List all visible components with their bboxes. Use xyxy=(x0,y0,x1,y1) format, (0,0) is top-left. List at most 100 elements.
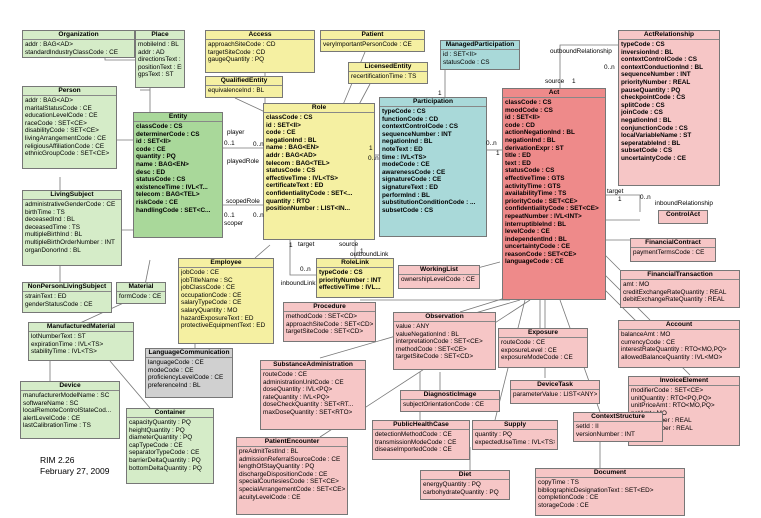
attribute: doseCheckQuantity : SET<RT... xyxy=(263,401,354,409)
class-person[interactable]: Person addr : BAG<AD>maritalStatusCode :… xyxy=(22,86,117,169)
attribute: name : BAG<EN> xyxy=(136,160,189,168)
attribute: birthTime : TS xyxy=(25,208,65,216)
label-inboundlink: inboundLink xyxy=(281,280,316,287)
class-title: LicensedEntity xyxy=(349,63,427,72)
class-title: Place xyxy=(136,31,184,40)
class-organization[interactable]: Organization addr : BAG<AD>standardIndus… xyxy=(22,30,135,58)
mult-rolelink-target: 1 xyxy=(289,242,293,249)
attribute: modeCode : CE xyxy=(148,366,194,374)
attribute: unitQuantity : RTO<PQ,PQ> xyxy=(631,394,712,402)
class-controlact[interactable]: ControlAct xyxy=(658,210,708,224)
attribute: amt : MO xyxy=(623,281,650,288)
class-devicetask[interactable]: DeviceTask parameterValue : LIST<ANY> xyxy=(510,380,600,404)
attribute: code : CE xyxy=(266,129,296,137)
attribute: code : CD xyxy=(505,121,535,129)
attribute: name : BAG<EN> xyxy=(266,144,319,152)
class-qualifiedentity[interactable]: QualifiedEntity equivalenceInd : BL xyxy=(205,76,283,98)
class-financialcontract[interactable]: FinancialContract paymentTermsCode : CE xyxy=(630,238,716,262)
class-workinglist[interactable]: WorkingList ownershipLevelCode : CE xyxy=(398,265,480,289)
assoc-inbound xyxy=(605,194,641,212)
label-playedrole: playedRole xyxy=(227,158,259,165)
attribute: determinerCode : CS xyxy=(136,130,200,138)
class-title: Organization xyxy=(23,31,134,40)
attribute: certificateText : ED xyxy=(266,182,324,190)
mult-rolelink-source: 1 xyxy=(360,248,364,255)
attribute: confidentialityCode : SET<CE> xyxy=(505,205,599,213)
class-title: ContextStructure xyxy=(574,413,662,422)
class-licensedentity[interactable]: LicensedEntity recertificationTime : TS xyxy=(348,62,428,84)
attribute: exposureModeCode : CE xyxy=(501,354,573,362)
attribute: seperatableInd : BL xyxy=(621,139,681,147)
attribute: classCode : CS xyxy=(505,99,552,106)
attribute: disabilityCode : SET<CE> xyxy=(25,127,99,135)
class-material[interactable]: Material formCode : CE xyxy=(116,282,166,304)
class-managedparticipation[interactable]: ManagedParticipation id : SET<II>statusC… xyxy=(440,40,520,70)
mult-inbound-n: 0..n xyxy=(640,194,651,201)
class-livingsubject[interactable]: LivingSubject administrativeGenderCode :… xyxy=(22,190,122,266)
attribute: priorityNumber : REAL xyxy=(621,78,691,86)
attribute: expirationTime : IVL<TS> xyxy=(31,340,104,348)
attribute: noteText : ED xyxy=(382,145,423,153)
attribute: directionsText : ED xyxy=(138,56,182,64)
class-title: RoleLink xyxy=(317,259,393,268)
attribute: lengthOfStayQuantity : PQ xyxy=(239,463,315,471)
class-procedure[interactable]: Procedure methodCode : SET<CD>approachSi… xyxy=(283,302,376,342)
class-title: Employee xyxy=(179,259,273,268)
attribute: addr : BAG<AD> xyxy=(25,97,73,104)
class-patient[interactable]: Patient veryImportantPersonCode : CE xyxy=(320,30,425,52)
attribute: independentInd : BL xyxy=(505,235,567,243)
attribute: negationInd : BL xyxy=(382,138,433,146)
mult-inboundlink: 0..n xyxy=(300,266,311,273)
class-title: ControlAct xyxy=(665,211,701,218)
class-diagnosticimage[interactable]: DiagnosticImage subjectOrientationCode :… xyxy=(400,390,500,412)
class-publichealthcase[interactable]: PublicHealthCase detectionMethodCode : C… xyxy=(372,420,470,460)
label-rolelink-target: target xyxy=(298,241,315,248)
attribute: energyQuantity : PQ xyxy=(423,481,481,488)
attribute: lotNumberText : ST xyxy=(31,333,86,340)
class-title: Act xyxy=(503,89,605,98)
attribute: sequenceNumber : INT xyxy=(382,130,452,138)
class-title: LanguageCommunication xyxy=(146,349,232,358)
attribute: versionNumber : INT xyxy=(576,430,635,438)
attr-list: addr : BAG<AD>standardIndustryClassCode … xyxy=(23,40,134,57)
attribute: typeCode : CS xyxy=(621,41,665,48)
attribute: moodCode : CS xyxy=(505,106,553,114)
attribute: inversionInd : BL xyxy=(621,48,674,56)
attribute: dischargeDispositionCode : CE xyxy=(239,470,328,478)
label-outboundlink: outboundLink xyxy=(350,251,389,258)
attribute: targetSiteCode : SET<CD> xyxy=(286,328,364,336)
attribute: ownershipLevelCode : CE xyxy=(401,276,475,283)
